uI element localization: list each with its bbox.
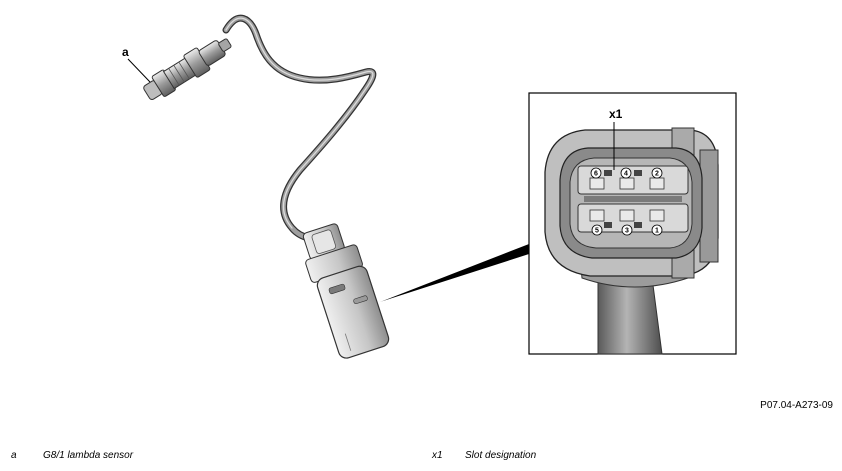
callout-a: a: [122, 45, 151, 83]
pin-4-label: 4: [624, 171, 628, 178]
lambda-sensor: [143, 38, 232, 100]
pin-cavities: [589, 170, 665, 228]
legend-key-x1: x1: [432, 450, 443, 461]
pin-2-label: 2: [655, 171, 659, 178]
pin-6-label: 6: [594, 171, 598, 178]
pin-1-label: 1: [655, 228, 659, 235]
pin-5-label: 5: [595, 228, 599, 235]
legend-key-a: a: [11, 450, 17, 461]
callout-a-label: a: [122, 45, 129, 59]
pin-numbers: 6 4 2 5 3 1: [590, 167, 663, 236]
legend-desc-a: G8/1 lambda sensor: [43, 450, 134, 461]
connector-detail-view: 6 4 2 5 3 1 x1: [528, 92, 737, 355]
legend-desc-x1: Slot designation: [465, 450, 537, 461]
sensor-connector: [302, 223, 390, 359]
detail-leader: [380, 244, 529, 302]
callout-x1: x1: [609, 107, 623, 170]
figure-id: P07.04-A273-09: [760, 400, 833, 411]
callout-x1-label: x1: [609, 107, 623, 121]
pin-3-label: 3: [625, 228, 629, 235]
sensor-cable: [222, 14, 377, 243]
